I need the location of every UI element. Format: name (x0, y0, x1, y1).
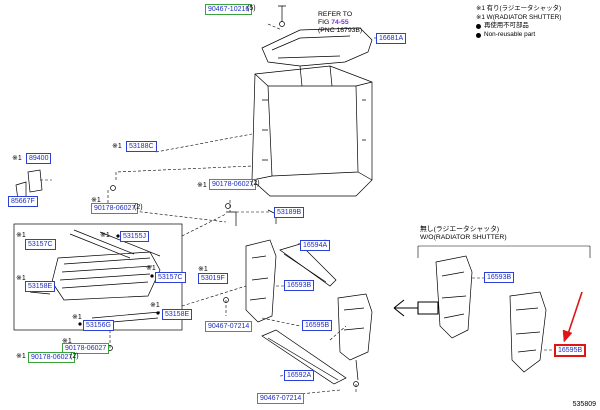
qty-90178-06027-b: (2) (134, 204, 143, 211)
refer-note: REFER TO FIG 74-55 (PNC 16793B) (318, 11, 363, 34)
center-air-guide (337, 293, 373, 361)
lower-grille (51, 251, 161, 301)
part-16593B-a[interactable]: 16593B (284, 280, 315, 291)
without-shutter-label: 無し(ラジエータシャッタ) W/O(RADIATOR SHUTTER) (420, 226, 507, 241)
qty-90467-10216: (5) (247, 5, 256, 12)
bolt (110, 185, 116, 191)
marker-x1: ※1 (62, 338, 72, 345)
non-reusable-dot (78, 322, 82, 326)
part-16592A[interactable]: 16592A (284, 370, 315, 381)
part-16681A[interactable]: 16681A (376, 33, 407, 44)
part-90467-07214-a[interactable]: 90467-07214 (205, 321, 253, 332)
marker-x1: ※1 (72, 314, 82, 321)
legend-non-reusable-jp: 再使用不可部品 (476, 22, 561, 31)
part-16593B-b[interactable]: 16593B (484, 272, 515, 283)
part-53019F[interactable]: 53019F (198, 273, 228, 284)
part-16594A[interactable]: 16594A (300, 240, 331, 251)
non-reusable-dot-icon (476, 32, 481, 38)
marker-x1: ※1 (112, 143, 122, 150)
direction-arrow (394, 301, 439, 315)
legend-without-shutter: ※1 W(RADIATOR SHUTTER) (476, 13, 562, 21)
bolt (223, 297, 229, 303)
marker-x1: ※1 (12, 155, 22, 162)
marker-x1: ※1 (146, 265, 156, 272)
part-53158E-b[interactable]: 53158E (162, 309, 193, 320)
highlight-arrow-shaft (567, 291, 583, 335)
non-reusable-dot (116, 234, 120, 238)
part-16595B-a[interactable]: 16595B (302, 320, 333, 331)
marker-x1: ※1 (16, 275, 26, 282)
bolt (279, 21, 285, 27)
radiator-side-duct (245, 239, 277, 323)
marker-x1: ※1 (16, 232, 26, 239)
part-53189B[interactable]: 53189B (274, 207, 305, 218)
fig-reference-link[interactable]: 74-55 (331, 19, 349, 26)
qty-90178-06027-d: (2) (70, 353, 79, 360)
legend: ※1 有り(ラジエータシャッタ) ※1 W(RADIATOR SHUTTER) … (476, 5, 561, 39)
bolt (225, 203, 231, 209)
part-90467-07214-b[interactable]: 90467-07214 (257, 393, 305, 404)
part-53155J[interactable]: 53155J (120, 231, 149, 242)
hood-lock-bracket (27, 169, 43, 193)
part-53157C-b[interactable]: 53157C (155, 272, 186, 283)
part-16595B-b-highlighted[interactable]: 16595B (554, 344, 587, 357)
part-90178-06027-d[interactable]: 90178-06027 (28, 352, 76, 363)
part-89400[interactable]: 89400 (26, 153, 52, 164)
qty-90178-06027-a: (2) (251, 180, 260, 187)
diagram-id: 535809 (572, 401, 596, 408)
legend-with-shutter: ※1 有り(ラジエータシャッタ) (476, 5, 562, 12)
marker-x1: ※1 (198, 266, 208, 273)
upper-radiator-support-cover (261, 27, 373, 67)
marker-x1: ※1 (16, 353, 26, 360)
bolt (353, 381, 359, 387)
marker-x1: ※1 (150, 302, 160, 309)
radiator-lower-seal (261, 329, 347, 385)
marker-x1: ※1 (100, 232, 110, 239)
legend-non-reusable-en: Non-reusable part (476, 31, 561, 40)
part-90178-06027-c[interactable]: 90178-06027 (62, 343, 110, 354)
highlight-arrow-head (562, 329, 573, 343)
without-shutter-bracket-line (417, 245, 591, 258)
part-85667F[interactable]: 85667F (8, 196, 38, 207)
marker-x1: ※1 (91, 197, 101, 204)
radiator-upper-seal (279, 243, 337, 287)
without-shutter-side-duct (435, 255, 473, 339)
without-shutter-air-guide (509, 291, 547, 373)
non-reusable-dot (150, 274, 154, 278)
non-reusable-dot (156, 311, 160, 315)
part-53158E-a[interactable]: 53158E (25, 281, 56, 292)
non-reusable-dot-icon (476, 23, 481, 29)
part-90467-10216[interactable]: 90467-10216 (205, 4, 253, 15)
part-90178-06027-a[interactable]: 90178-06027 (209, 179, 257, 190)
marker-x1: ※1 (197, 182, 207, 189)
part-53156G[interactable]: 53156G (83, 320, 114, 331)
part-53188C[interactable]: 53188C (126, 141, 157, 152)
part-90178-06027-b[interactable]: 90178-06027 (91, 203, 139, 214)
part-53157C-a[interactable]: 53157C (25, 239, 56, 250)
